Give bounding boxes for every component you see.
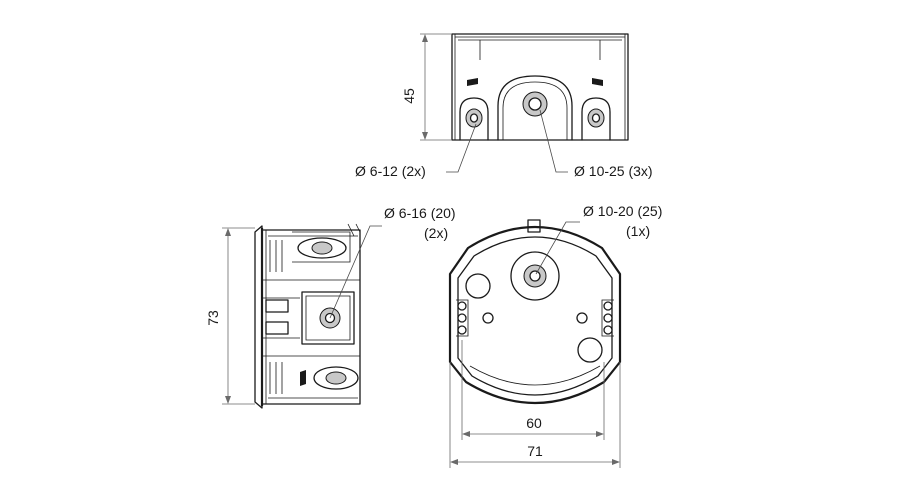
dimension-label-73: 73 (205, 310, 221, 326)
top-view (420, 33, 629, 173)
label-front-knockout-line2: (1x) (626, 223, 650, 239)
side-view (222, 223, 382, 409)
front-view (448, 219, 622, 468)
dimension-label-45: 45 (401, 88, 417, 104)
label-side-knockout-line2: (2x) (424, 225, 448, 241)
label-front-knockout-line1: Ø 10-20 (25) (583, 203, 662, 219)
dimension-label-71: 71 (527, 443, 543, 459)
label-side-knockout-line1: Ø 6-16 (20) (384, 205, 456, 221)
dimension-label-60: 60 (526, 415, 542, 431)
label-top-center-knockouts: Ø 10-25 (3x) (574, 163, 653, 179)
label-top-left-knockouts: Ø 6-12 (2x) (355, 163, 426, 179)
